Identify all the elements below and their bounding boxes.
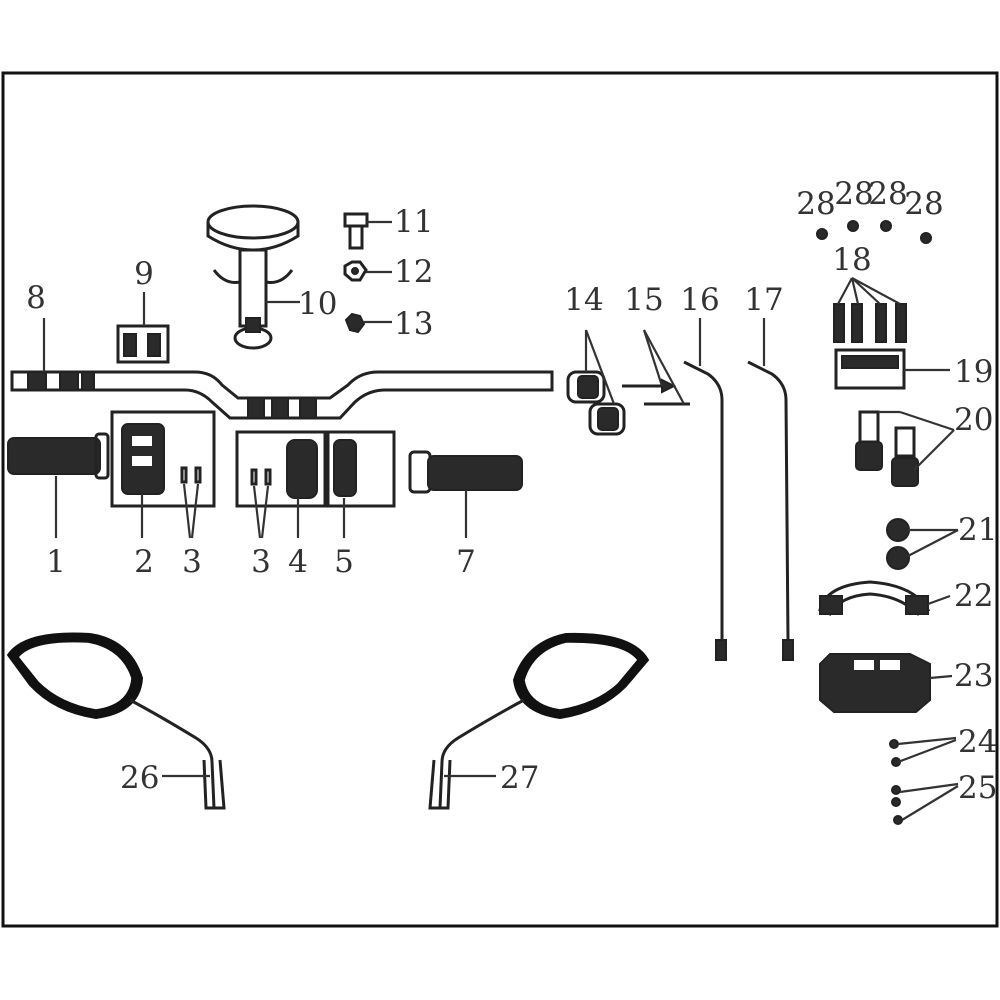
handlebar [10, 370, 554, 420]
grommets [886, 518, 910, 570]
callout-12: 12 [394, 254, 433, 290]
left-mirror [6, 632, 226, 810]
throttle-housing [235, 430, 327, 508]
callout-8: 8 [26, 280, 46, 316]
callout-22: 22 [954, 578, 993, 614]
callout-3-left: 3 [182, 544, 202, 580]
callout-9: 9 [134, 256, 154, 292]
leader-lines [42, 220, 959, 821]
handlebar-clamp [116, 324, 170, 364]
mirror-bracket [833, 303, 907, 390]
callout-17: 17 [744, 282, 783, 318]
right-grip [408, 450, 523, 494]
callout-28-a: 28 [796, 186, 835, 222]
callout-25: 25 [958, 770, 997, 806]
handlebar-riser [206, 204, 300, 350]
callout-24: 24 [958, 724, 997, 760]
callout-4: 4 [288, 544, 308, 580]
left-switch-housing [110, 410, 216, 508]
callout-28-b: 28 [834, 176, 873, 212]
callout-labels: 1 2 3 3 4 5 7 8 9 10 11 12 13 14 15 16 1… [26, 176, 997, 806]
callout-7: 7 [456, 544, 476, 580]
callout-18: 18 [832, 242, 871, 278]
callout-19: 19 [954, 354, 993, 390]
callout-5: 5 [334, 544, 354, 580]
callout-26: 26 [120, 760, 159, 796]
diagram-frame [1, 71, 999, 928]
callout-13: 13 [394, 306, 433, 342]
bar-end-bolts [622, 378, 690, 406]
callout-1: 1 [46, 544, 66, 580]
right-switch-housing [326, 430, 396, 508]
screws-25 [891, 785, 903, 825]
upper-cover [818, 580, 931, 616]
callout-20: 20 [954, 402, 993, 438]
screws-28 [816, 220, 932, 244]
callout-15: 15 [624, 282, 663, 318]
callout-23: 23 [954, 658, 993, 694]
callout-14: 14 [564, 282, 603, 318]
nut [343, 260, 368, 282]
callout-16: 16 [680, 282, 719, 318]
callout-11: 11 [394, 204, 433, 240]
callout-3-right: 3 [251, 544, 271, 580]
right-mirror [428, 632, 650, 810]
throttle-cable [683, 360, 727, 661]
lower-cover [819, 653, 931, 713]
callout-28-d: 28 [904, 186, 943, 222]
callout-27: 27 [500, 760, 539, 796]
washer [344, 312, 366, 334]
callout-28-c: 28 [868, 176, 907, 212]
left-grip [7, 432, 110, 480]
bar-end-weights [566, 370, 626, 436]
bolt [343, 212, 369, 250]
callout-2: 2 [134, 544, 154, 580]
clutch-cable [747, 360, 794, 661]
callout-21: 21 [958, 512, 997, 548]
callout-10: 10 [298, 286, 337, 322]
switch-plugs [855, 410, 919, 487]
